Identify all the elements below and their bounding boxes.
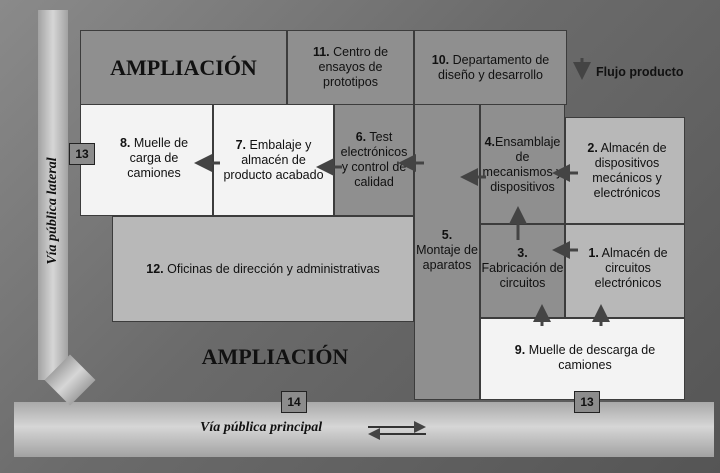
zone-8-number: 8.	[119, 135, 131, 150]
zone-7-text: Embalaje y almacén de producto acabado	[223, 137, 324, 182]
zone-7-packaging	[213, 104, 334, 216]
zone-9-text: Muelle de descarga de camiones	[528, 343, 656, 372]
zone-8-text: Muelle de carga de camiones	[127, 135, 189, 180]
zone-3-circuit-fabrication	[480, 224, 565, 318]
zone-12-number: 12.	[146, 261, 164, 276]
expansion-bottom-label: AMPLIACIÓN	[201, 343, 349, 369]
zone-5-text: Montaje de aparatos	[416, 242, 478, 272]
access-tag-lateral: 13	[69, 143, 95, 165]
expansion-top-zone	[80, 30, 287, 105]
zone-5-number: 5.	[441, 227, 453, 242]
zone-12-offices	[112, 216, 414, 322]
zone-2-label: 2. Almacén de dispositivos mecánicos y e…	[572, 117, 682, 224]
zone-6-text: Test electrónicos y control de calidad	[340, 130, 408, 189]
zone-3-number: 3.	[517, 245, 528, 260]
expansion-top-label: AMPLIACIÓN	[110, 55, 257, 80]
zone-3-text: Fabricación de circuitos	[481, 260, 564, 290]
main-road-label: Vía pública principal	[200, 420, 323, 435]
zone-7-number: 7.	[235, 137, 247, 152]
zone-5-label: 5.Montaje de aparatos	[414, 210, 480, 290]
zone-4-number: 4.	[484, 135, 496, 149]
zone-1-text: Almacén de circuitos electrónicos	[594, 245, 668, 290]
zone-2-device-storage	[565, 117, 685, 224]
zone-4-text: Ensamblaje de mecanismos y dispositivos	[482, 135, 563, 194]
zone-8-label: 8. Muelle de carga de camiones	[104, 118, 204, 198]
zone-1-number: 1.	[588, 245, 599, 260]
access-tag-dock: 13	[574, 391, 600, 413]
zone-11-label: 11. Centro de ensayos de prototipos	[287, 30, 414, 105]
zone-12-label: 12. Oficinas de dirección y administrati…	[112, 216, 414, 322]
lateral-road	[38, 10, 68, 380]
zone-6-number: 6.	[355, 130, 367, 144]
zone-11-prototype-test	[287, 30, 414, 105]
zone-10-label: 10. Departamento de diseño y desarrollo	[414, 30, 567, 105]
zone-4-label: 4.Ensamblaje de mecanismos y dispositivo…	[480, 120, 565, 210]
zone-2-text: Almacén de dispositivos mecánicos y elec…	[592, 140, 667, 200]
zone-5-assembly	[414, 104, 480, 400]
zone-10-number: 10.	[431, 52, 450, 67]
zone-6-label: 6. Test electrónicos y control de calida…	[334, 104, 414, 216]
zone-10-design-dept	[414, 30, 567, 105]
zone-10-text: Departamento de diseño y desarrollo	[438, 52, 550, 82]
zone-2-number: 2.	[587, 140, 598, 155]
zone-7-label: 7. Embalaje y almacén de producto acabad…	[223, 104, 324, 216]
zone-3-label: 3.Fabricación de circuitos	[480, 232, 565, 304]
access-tag-main: 14	[281, 391, 307, 413]
zone-11-number: 11.	[312, 45, 330, 59]
zone-12-text: Oficinas de dirección y administrativas	[167, 261, 380, 276]
zone-11-text: Centro de ensayos de prototipos	[318, 45, 389, 89]
zone-1-label: 1. Almacén de circuitos electrónicos	[578, 228, 678, 308]
zone-9-label: 9. Muelle de descarga de camiones	[510, 330, 660, 386]
zone-1-circuit-storage	[565, 224, 685, 318]
zone-9-unloading-dock	[480, 318, 685, 400]
zone-9-number: 9.	[514, 343, 526, 357]
flow-legend-label: Flujo producto	[596, 64, 684, 79]
